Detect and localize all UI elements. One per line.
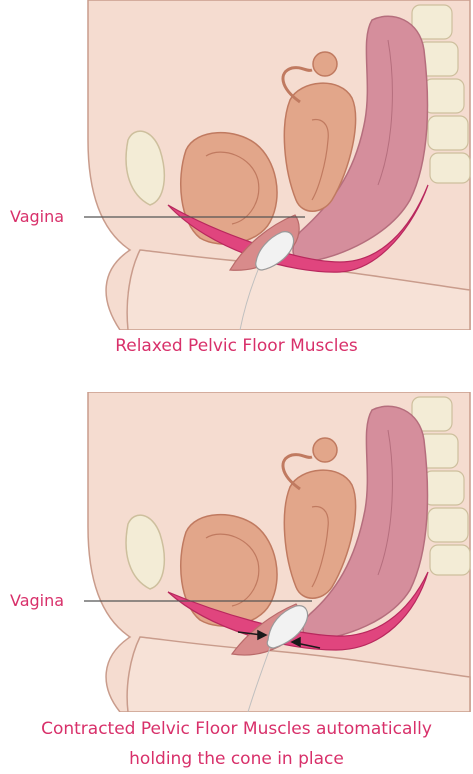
ovary (313, 52, 337, 76)
relaxed-anatomy-illustration (0, 0, 473, 330)
relaxed-caption: Relaxed Pelvic Floor Muscles (0, 336, 473, 356)
ovary (313, 438, 337, 462)
contracted-caption-line-1: Contracted Pelvic Floor Muscles automati… (0, 714, 473, 744)
contracted-panel: Vagina Contracted Pelvic Floor Muscles a… (0, 392, 473, 773)
relaxed-panel: Vagina Relaxed Pelvic Floor Muscles (0, 0, 473, 380)
contracted-caption-line-2: holding the cone in place (0, 744, 473, 774)
vagina-label: Vagina (10, 207, 64, 226)
vagina-label: Vagina (10, 591, 64, 610)
contracted-anatomy-illustration (0, 392, 473, 712)
